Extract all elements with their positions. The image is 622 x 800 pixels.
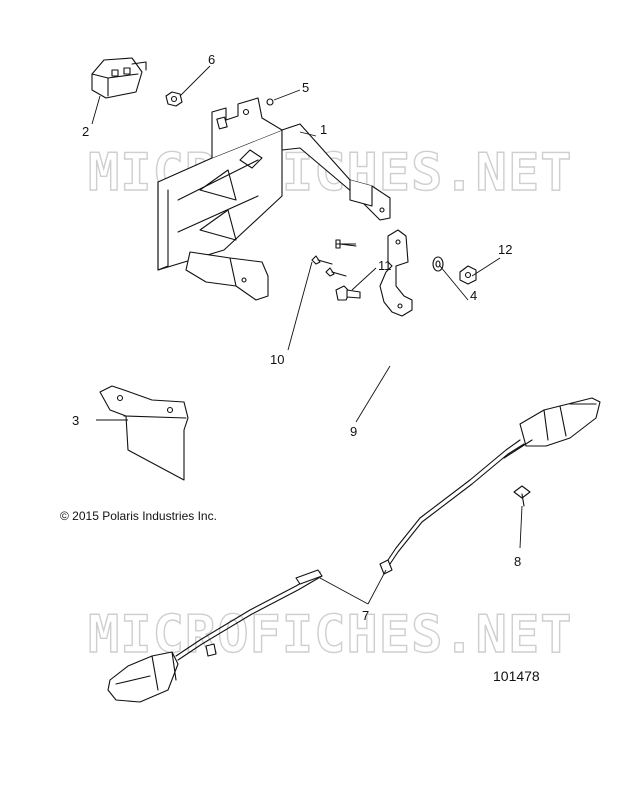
callout-6: 6 [208, 52, 215, 67]
callout-3: 3 [72, 413, 79, 428]
nut-part-12 [459, 265, 477, 285]
callout-8: 8 [514, 554, 521, 569]
callout-12: 12 [498, 242, 512, 257]
callout-9: 9 [350, 424, 357, 439]
washer-part-4 [432, 256, 444, 272]
rivet-part-5 [266, 98, 274, 106]
callout-5: 5 [302, 80, 309, 95]
screws-part-10 [311, 239, 357, 277]
plate-part-9 [379, 229, 413, 317]
figure-number: 101478 [493, 668, 540, 684]
bracket-part-1 [157, 97, 391, 301]
callout-1: 1 [320, 122, 327, 137]
copyright-notice: © 2015 Polaris Industries Inc. [60, 509, 217, 523]
callout-11: 11 [378, 258, 392, 273]
callout-10: 10 [270, 352, 284, 367]
connector-part-2 [91, 57, 147, 99]
bolt-part-11 [335, 285, 361, 301]
callout-4: 4 [470, 288, 477, 303]
screw-part-8 [513, 485, 531, 507]
callout-7: 7 [362, 608, 369, 623]
callout-2: 2 [82, 124, 89, 139]
turn-signal-left [107, 569, 323, 703]
nut-part-6 [165, 91, 183, 107]
leader-lines [91, 65, 523, 605]
flap-part-3 [99, 385, 189, 481]
callouts: 1 2 3 4 5 6 7 8 9 10 11 12 [72, 52, 521, 623]
turn-signal-right [379, 397, 601, 575]
